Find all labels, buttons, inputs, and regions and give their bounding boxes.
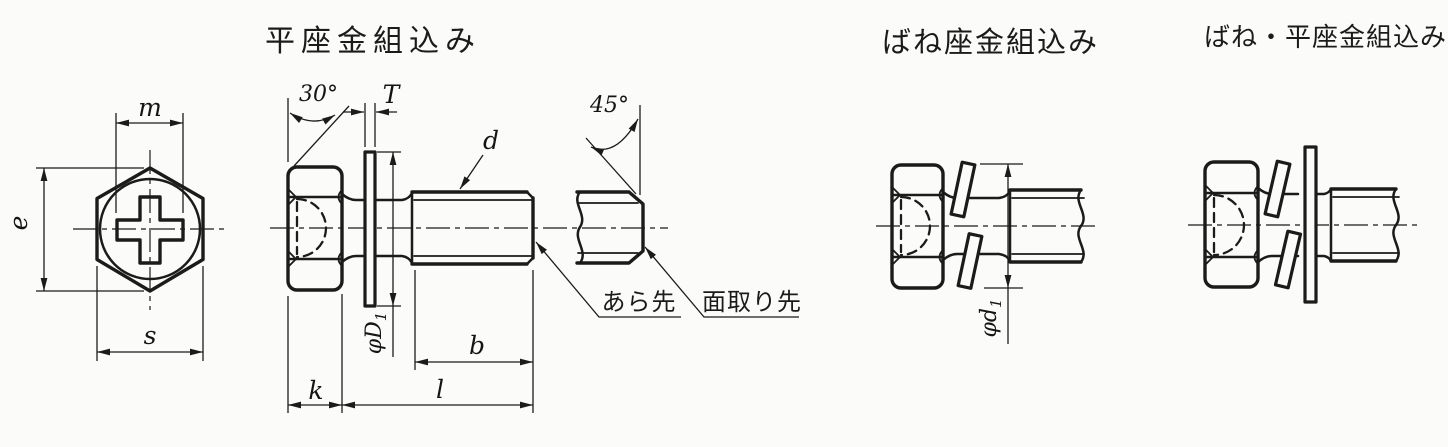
dim-washer-thickness: T: [343, 80, 402, 147]
title-flat-washer: 平座金組込み: [265, 24, 481, 59]
dim-shank-diameter: d: [459, 126, 499, 190]
dim-b-label: b: [469, 331, 485, 360]
dim-head-angle: 30°: [287, 82, 350, 167]
recess-cone-hidden-arc: [295, 197, 328, 259]
break-wavy-line: [1077, 188, 1085, 264]
title-spring-flat-washer: ばね・平座金組込み: [1204, 23, 1447, 53]
front-view: m e s: [4, 93, 228, 361]
chamfered-point-label: 面取り先: [702, 288, 802, 316]
dim-spring-washer-diameter: φd1: [977, 163, 1023, 344]
neck-bottom-right: [1314, 254, 1333, 263]
head-chamfer-circle: [98, 177, 202, 281]
callout-chamfered-point: 面取り先: [644, 246, 802, 318]
spring-flat-washer-assembly-view: [1188, 145, 1420, 304]
flat-washer: [1303, 145, 1318, 304]
break-wavy-line: [1392, 187, 1400, 263]
dim-m-label: m: [138, 93, 162, 122]
spring-washer-upper: [1263, 159, 1292, 219]
chamfered-point-detail: [575, 190, 645, 265]
dim-thread-length: b: [414, 270, 533, 370]
threaded-shank: [410, 190, 535, 266]
hex-head-side: [1203, 160, 1260, 289]
dim-k-label: k: [308, 376, 323, 405]
dim-T-label: T: [383, 80, 402, 109]
neck-top-fillet: [340, 192, 365, 202]
neck-top-right: [375, 191, 414, 202]
dim-m: m: [115, 93, 184, 213]
spring-washer-upper: [949, 160, 977, 219]
spring-washer-lower: [956, 232, 984, 290]
dim-head-angle-label: 30°: [299, 82, 338, 107]
dim-s: s: [96, 266, 204, 361]
dim-d-label: d: [483, 126, 499, 155]
hex-head-side: [890, 163, 945, 290]
dim-washer-diameter: φD1: [362, 151, 401, 357]
threaded-shank: [1329, 187, 1400, 263]
spring-washer-lower: [1273, 229, 1303, 290]
hex-head-outline: [95, 166, 205, 293]
hex-head-side: [286, 165, 344, 292]
rough-point-label: あら先: [602, 288, 677, 316]
dim-head-height-and-length: k l: [287, 270, 534, 413]
title-spring-washer: ばね座金組込み: [882, 25, 1099, 59]
flat-washer: [363, 150, 377, 308]
dim-phiD1-label: φD1: [362, 312, 390, 355]
phillips-recess: [115, 195, 185, 265]
flat-washer-assembly-view: 30° T d φD1 b: [270, 80, 802, 413]
dim-e: e: [4, 167, 144, 292]
dim-phid1-label: φd1: [977, 298, 1005, 337]
callout-rough-point: あら先: [535, 241, 681, 318]
dim-e-label: e: [4, 216, 33, 231]
spring-washer-assembly-view: φd1: [876, 160, 1100, 344]
neck-top: [941, 189, 1012, 200]
dim-point-chamfer-angle: 45°: [585, 93, 641, 195]
neck-bottom-right: [375, 254, 414, 265]
dim-point-angle-label: 45°: [589, 93, 629, 118]
neck-top-right: [1314, 187, 1333, 196]
neck-bottom-left: [1256, 254, 1300, 264]
dim-s-label: s: [144, 321, 157, 350]
dim-l-label: l: [436, 375, 444, 404]
neck-bottom-fillet: [340, 254, 365, 264]
